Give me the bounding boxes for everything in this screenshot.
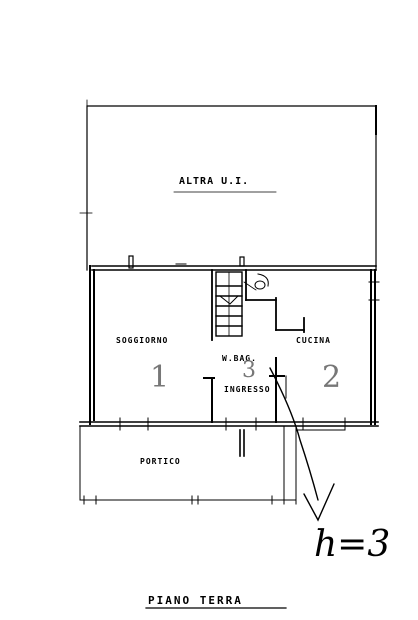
- portico: [79, 425, 345, 505]
- party-wall: [91, 255, 377, 271]
- staircase: [215, 271, 243, 337]
- outer-wall-upper: [86, 105, 377, 271]
- label-kitchen: CUCINA: [296, 336, 331, 345]
- room-number-living: 1: [150, 360, 170, 395]
- bottom-wall: [79, 417, 379, 431]
- handwritten-height-note: h=3: [314, 524, 391, 565]
- label-portico: PORTICO: [140, 457, 181, 466]
- room-number-kitchen: 2: [322, 360, 342, 395]
- entrance-walls: [203, 357, 287, 423]
- handwritten-arrow: [269, 367, 335, 522]
- label-bathroom: W.BAG.: [222, 354, 257, 363]
- floor-title: PIANO TERRA: [148, 594, 243, 607]
- ground-floor-walls: [89, 265, 380, 425]
- label-entrance: INGRESSO: [224, 385, 271, 394]
- bathroom-walls: [211, 269, 305, 341]
- label-other-unit: ALTRA U.I.: [179, 176, 250, 187]
- label-living-room: SOGGIORNO: [116, 336, 169, 345]
- room-number-bath: 3: [242, 358, 256, 383]
